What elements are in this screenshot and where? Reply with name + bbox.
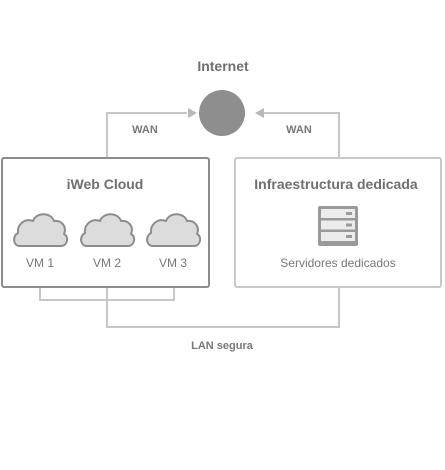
wan-right-line bbox=[264, 112, 340, 158]
cloud-icon bbox=[80, 213, 136, 247]
vm-3: VM 3 bbox=[146, 213, 202, 270]
vm-3-label: VM 3 bbox=[159, 256, 187, 270]
vm-2-label: VM 2 bbox=[93, 256, 121, 270]
server-rack-icon bbox=[318, 206, 358, 246]
lan-label: LAN segura bbox=[191, 340, 254, 352]
wan-right-label: WAN bbox=[286, 124, 312, 136]
cloud-box-title: iWeb Cloud bbox=[67, 176, 144, 192]
internet-globe-icon bbox=[199, 90, 245, 136]
internet-label: Internet bbox=[197, 58, 249, 74]
wan-left-label: WAN bbox=[132, 124, 158, 136]
lan-line bbox=[106, 287, 340, 328]
wan-right-arrowhead bbox=[255, 108, 264, 118]
vm-2: VM 2 bbox=[80, 213, 136, 270]
cloud-icon bbox=[146, 213, 202, 247]
vm-1-label: VM 1 bbox=[26, 256, 54, 270]
dedicated-box: Infraestructura dedicada Servidores dedi… bbox=[234, 157, 442, 288]
dedicated-box-title: Infraestructura dedicada bbox=[254, 176, 418, 192]
internet-node: Internet bbox=[197, 58, 249, 136]
vm-1: VM 1 bbox=[13, 213, 69, 270]
server-label: Servidores dedicados bbox=[280, 256, 395, 270]
wan-left-line bbox=[106, 112, 187, 158]
cloud-icon bbox=[13, 213, 69, 247]
cloud-box: iWeb Cloud VM 1 VM 2 VM 3 bbox=[1, 157, 210, 288]
wan-left-arrowhead bbox=[188, 108, 197, 118]
